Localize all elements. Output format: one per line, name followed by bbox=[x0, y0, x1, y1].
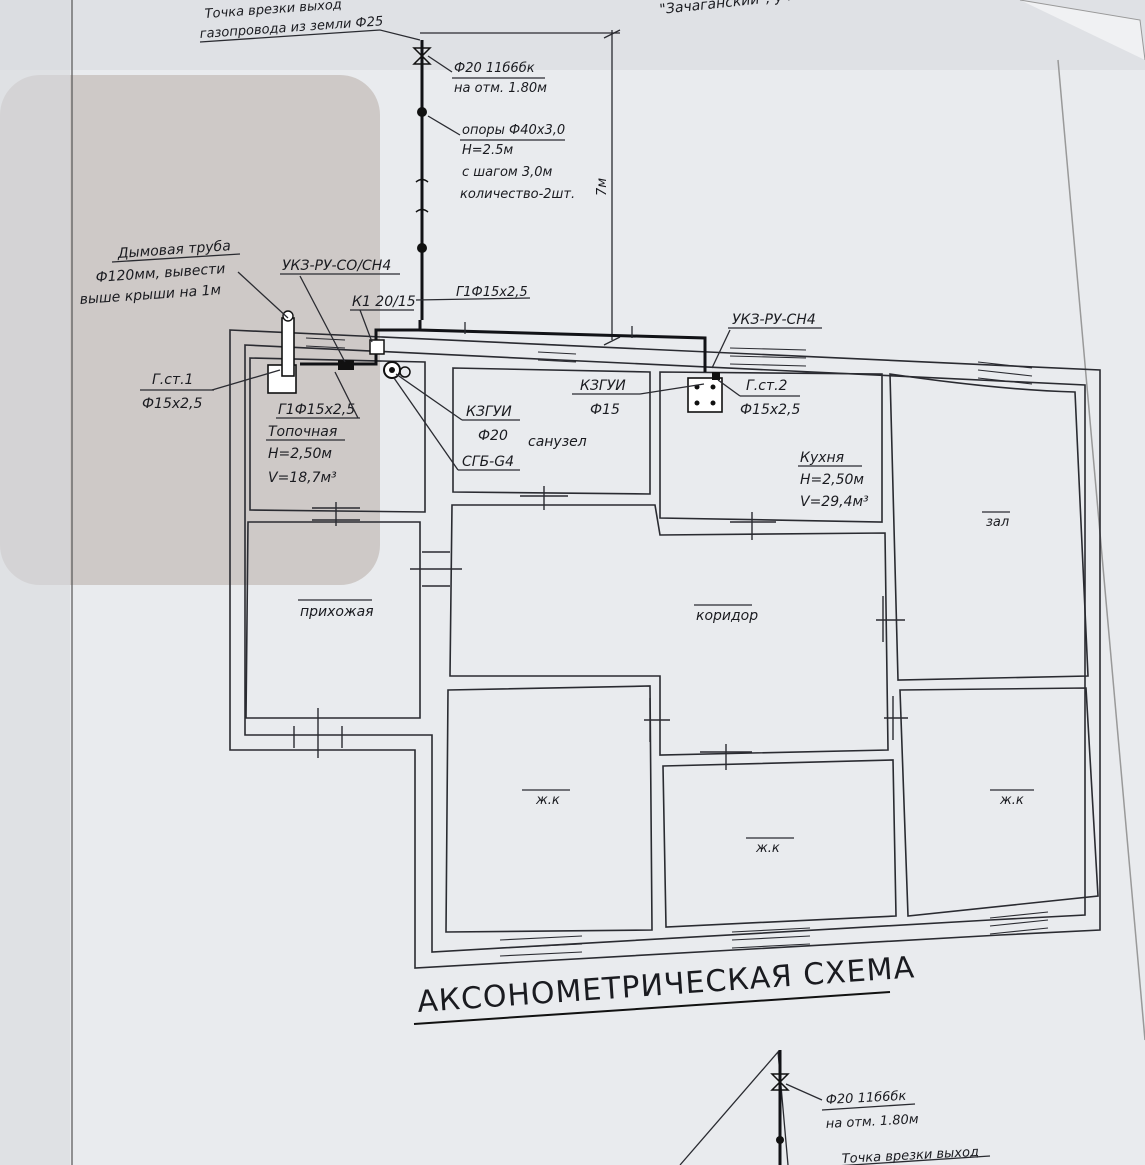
boiler-pipe-label: Г1Ф15х2,5 bbox=[276, 371, 360, 419]
support-icon bbox=[417, 107, 427, 117]
gas-main-pipe: Г1Ф15х2,5 bbox=[300, 285, 707, 379]
hand-shadow bbox=[0, 75, 380, 585]
room-name: ж.к bbox=[755, 841, 780, 856]
riser2-line-2: Ф15х2,5 bbox=[740, 402, 801, 418]
room-hall: зал bbox=[889, 373, 1089, 681]
meter-label: СГБ-G4 bbox=[393, 377, 520, 471]
ukz-kitchen-text: УКЗ-РУ-СН4 bbox=[732, 312, 816, 328]
room-height: Н=2,50м bbox=[268, 446, 332, 462]
room-boiler: Топочная Н=2,50м V=18,7м³ bbox=[249, 357, 426, 513]
room-height: Н=2,50м bbox=[800, 472, 864, 488]
kzgui-boiler-label: КЗГУИ Ф20 bbox=[395, 373, 520, 444]
room-kitchen: Кухня Н=2,50м V=29,4м³ bbox=[659, 371, 883, 523]
chimney-icon bbox=[281, 317, 295, 377]
room-volume: V=18,7м³ bbox=[268, 470, 337, 486]
room-name: ж.к bbox=[535, 793, 560, 808]
dimension-7m: 7м bbox=[420, 29, 621, 346]
kzgui-boiler-line-2: Ф20 bbox=[478, 428, 508, 444]
supports-label-3: с шагом 3,0м bbox=[462, 165, 553, 180]
stove-icon bbox=[687, 377, 723, 413]
room-bathroom: санузел bbox=[452, 367, 651, 495]
riser1-line-2: Ф15х2,5 bbox=[142, 396, 203, 412]
bottom-valve-line-2: на отм. 1.80м bbox=[825, 1112, 919, 1132]
main-pipe-label: Г1Ф15х2,5 bbox=[456, 285, 528, 300]
ukz-boiler-text: УКЗ-РУ-СО/СН4 bbox=[282, 258, 391, 274]
supports-label-4: количество-2шт. bbox=[460, 187, 575, 202]
room-living-2: ж.к bbox=[662, 759, 897, 928]
ukz-boiler-label: УКЗ-РУ-СО/СН4 bbox=[280, 258, 400, 363]
sensor-icon bbox=[338, 360, 354, 370]
meter-text: СГБ-G4 bbox=[462, 454, 514, 470]
supports-label-1: опоры Ф40х3,0 bbox=[462, 123, 565, 138]
room-name: прихожая bbox=[300, 604, 374, 620]
room-name: коридор bbox=[696, 608, 758, 624]
room-name: Топочная bbox=[268, 424, 337, 440]
riser2-label: Г.ст.2 Ф15х2,5 bbox=[717, 378, 801, 418]
room-corridor: коридор bbox=[449, 504, 889, 756]
room-name: ж.к bbox=[999, 793, 1024, 808]
riser2-line-1: Г.ст.2 bbox=[746, 378, 788, 394]
gas-riser: Ф20 11б6бк на отм. 1.80м опоры Ф40х3,0 Н… bbox=[412, 40, 575, 320]
supports-label-2: Н=2.5м bbox=[462, 143, 513, 158]
building-outline bbox=[229, 329, 1101, 969]
boiler-pipe-text: Г1Ф15х2,5 bbox=[278, 402, 355, 418]
valve-icon bbox=[412, 47, 432, 65]
valve-label-2: на отм. 1.80м bbox=[454, 81, 547, 96]
bottom-fragment: Ф20 11б6бк на отм. 1.80м Точка врезки вы… bbox=[679, 1050, 991, 1165]
dimension-label: 7м bbox=[595, 178, 610, 196]
kzgui-boiler-line-1: КЗГУИ bbox=[466, 404, 512, 420]
riser1-line-1: Г.ст.1 bbox=[152, 372, 193, 388]
room-volume: V=29,4м³ bbox=[800, 494, 869, 510]
kitchen-stove bbox=[687, 372, 723, 413]
room-name: санузел bbox=[528, 434, 587, 450]
room-name: зал bbox=[986, 515, 1009, 530]
kzgui-kitchen-line-1: КЗГУИ bbox=[580, 378, 626, 394]
kzgui-kitchen-line-2: Ф15 bbox=[590, 402, 620, 418]
room-living-1: ж.к bbox=[445, 685, 653, 933]
bottom-valve-line-1: Ф20 11б6бк bbox=[825, 1089, 906, 1108]
room-living-3: ж.к bbox=[899, 687, 1099, 917]
room-entrance: прихожая bbox=[245, 521, 421, 719]
k1-text: К1 20/15 bbox=[352, 294, 416, 310]
bottom-tie-in: Точка врезки выход bbox=[841, 1145, 979, 1165]
kzgui-kitchen-label: КЗГУИ Ф15 bbox=[572, 378, 705, 418]
valve-icon-bottom bbox=[770, 1073, 790, 1091]
ukz-kitchen-label: УКЗ-РУ-СН4 bbox=[711, 312, 822, 369]
boiler bbox=[267, 310, 297, 394]
room-name: Кухня bbox=[800, 450, 844, 466]
doors bbox=[293, 486, 908, 770]
k1-label: К1 20/15 bbox=[350, 294, 416, 343]
riser1-label: Г.ст.1 Ф15х2,5 bbox=[140, 369, 281, 412]
windows bbox=[305, 337, 1049, 957]
support-icon-2 bbox=[417, 243, 427, 253]
valve-label-1: Ф20 11б6бк bbox=[454, 61, 535, 76]
